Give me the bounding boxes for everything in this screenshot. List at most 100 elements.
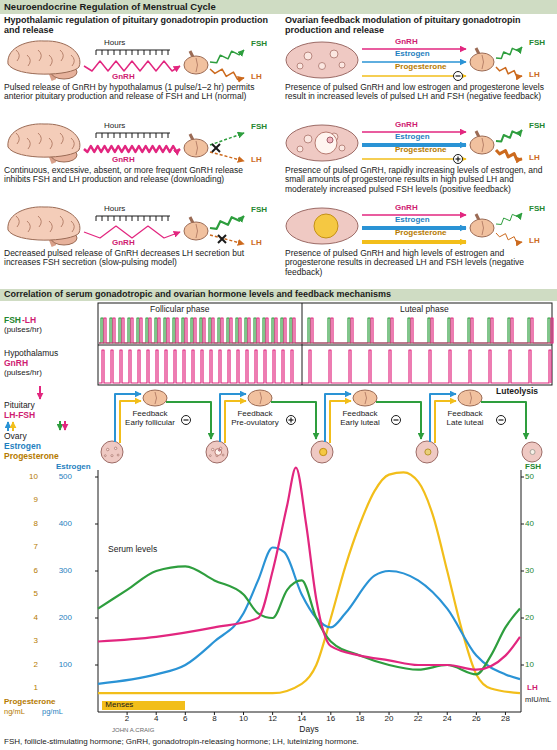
feedback-sign (454, 72, 463, 81)
ovary-outline (286, 125, 358, 161)
pituitary-illustration (143, 390, 167, 406)
pituitary-illustration (248, 390, 272, 406)
brain-gyrus (38, 50, 41, 61)
progesterone-curve (98, 472, 520, 693)
gonadotropin-arrow (376, 402, 421, 439)
sign-bar (457, 157, 458, 162)
brain-gyrus (16, 133, 19, 144)
section-band: Correlation of serum gonadotropic and ov… (0, 289, 557, 301)
oocyte (327, 137, 333, 143)
fsh-pulse-arrow (210, 50, 244, 63)
tick-label: 10 (18, 473, 38, 482)
pituitary-lobe-line (365, 392, 367, 404)
ovary-icon (206, 441, 228, 463)
pituitary-gland (353, 390, 377, 406)
menses-bar: Menses (102, 701, 185, 710)
fsh-arrow (210, 133, 244, 145)
time-tick (108, 216, 109, 221)
hormone-label: FSH (251, 123, 267, 132)
brain-gyrus (27, 55, 30, 66)
ovary-icon (416, 441, 438, 463)
time-tick (108, 133, 109, 138)
tick-label: 400 (48, 520, 72, 529)
hormone-label: GnRH (4, 359, 28, 368)
lh-arrow (64, 421, 66, 430)
gnrh-arrow (39, 386, 41, 399)
hormone-label: GnRH (112, 156, 135, 165)
phase-label: Luteolysis (496, 387, 538, 396)
progesterone-arrow (362, 158, 466, 160)
feedback-sign (182, 416, 191, 425)
time-tick (138, 133, 139, 138)
tick-label: 2 (18, 661, 38, 670)
organ-label: Hypothalamus (4, 349, 58, 358)
value-tick (521, 477, 524, 478)
lh-arrow (210, 235, 244, 244)
brain-gyrus (71, 138, 74, 149)
tick-label: 12 (263, 715, 283, 724)
hormone-label: LH (529, 71, 540, 80)
follicle (304, 52, 312, 60)
progesterone-arrow (362, 75, 466, 77)
time-tick (102, 50, 103, 55)
brain-outline (8, 124, 80, 157)
time-tick (162, 216, 163, 221)
time-tick (108, 50, 109, 55)
tick-label: 500 (48, 473, 72, 482)
fsh-pulse-arrow (496, 213, 522, 224)
time-tick (120, 50, 121, 55)
pituitary-gland (248, 390, 272, 406)
hormone-label: GnRH (395, 121, 418, 130)
tick-label: 16 (321, 715, 341, 724)
value-tick (521, 524, 524, 525)
gonadotropin-arrow (481, 402, 526, 439)
pituitary-gland (470, 53, 494, 71)
time-tick (96, 216, 97, 221)
tick-label: 40 (525, 520, 534, 529)
sign-circle (454, 72, 463, 81)
time-tick (120, 216, 121, 221)
time-scale (96, 133, 170, 134)
brain-gyrus (71, 221, 74, 232)
pulse-chart-frame (98, 303, 552, 385)
tick-label: 2 (117, 715, 137, 724)
value-tick (95, 524, 98, 525)
tick-label: 28 (495, 715, 515, 724)
tick-label: 24 (437, 715, 457, 724)
time-tick (96, 50, 97, 55)
axis-title: Progesterone (4, 698, 56, 707)
ovary-outline (311, 441, 333, 463)
ovary-outline (286, 208, 358, 244)
brain-gyrus (38, 216, 41, 227)
ovary-illustration (286, 42, 358, 78)
unit-label: (pulses/hr) (4, 326, 42, 335)
time-tick (156, 216, 157, 221)
brain-gyrus (16, 50, 19, 61)
time-tick (162, 133, 163, 138)
tick-label: 1 (18, 684, 38, 693)
axis-title: Days (284, 725, 334, 734)
hormone-label: Progesterone (4, 452, 59, 461)
panel-description: Presence of pulsed GnRH, rapidly increas… (285, 166, 553, 194)
time-tick (144, 133, 145, 138)
unit-label: pg/mL (42, 708, 63, 716)
progesterone-arrow (12, 422, 14, 431)
follicle (304, 135, 312, 143)
time-tick (162, 50, 163, 55)
phase-label: Follicular phase (150, 305, 210, 314)
block-mark (212, 144, 220, 152)
pituitary-gland (143, 390, 167, 406)
pituitary-illustration (184, 134, 208, 157)
brain-outline (8, 41, 80, 74)
brain-gyrus (49, 138, 52, 149)
time-label: Hours (104, 205, 125, 214)
tick-label: 20 (525, 614, 534, 623)
hormone-label: Progesterone (395, 63, 447, 72)
pituitary-lobe-line (155, 392, 157, 404)
gnrh-pulse-arrow (84, 226, 180, 238)
pituitary-lobe-line (482, 55, 484, 69)
tick-label: 3 (18, 637, 38, 646)
value-tick (95, 618, 98, 619)
lh-pulse-arrow (496, 67, 522, 77)
